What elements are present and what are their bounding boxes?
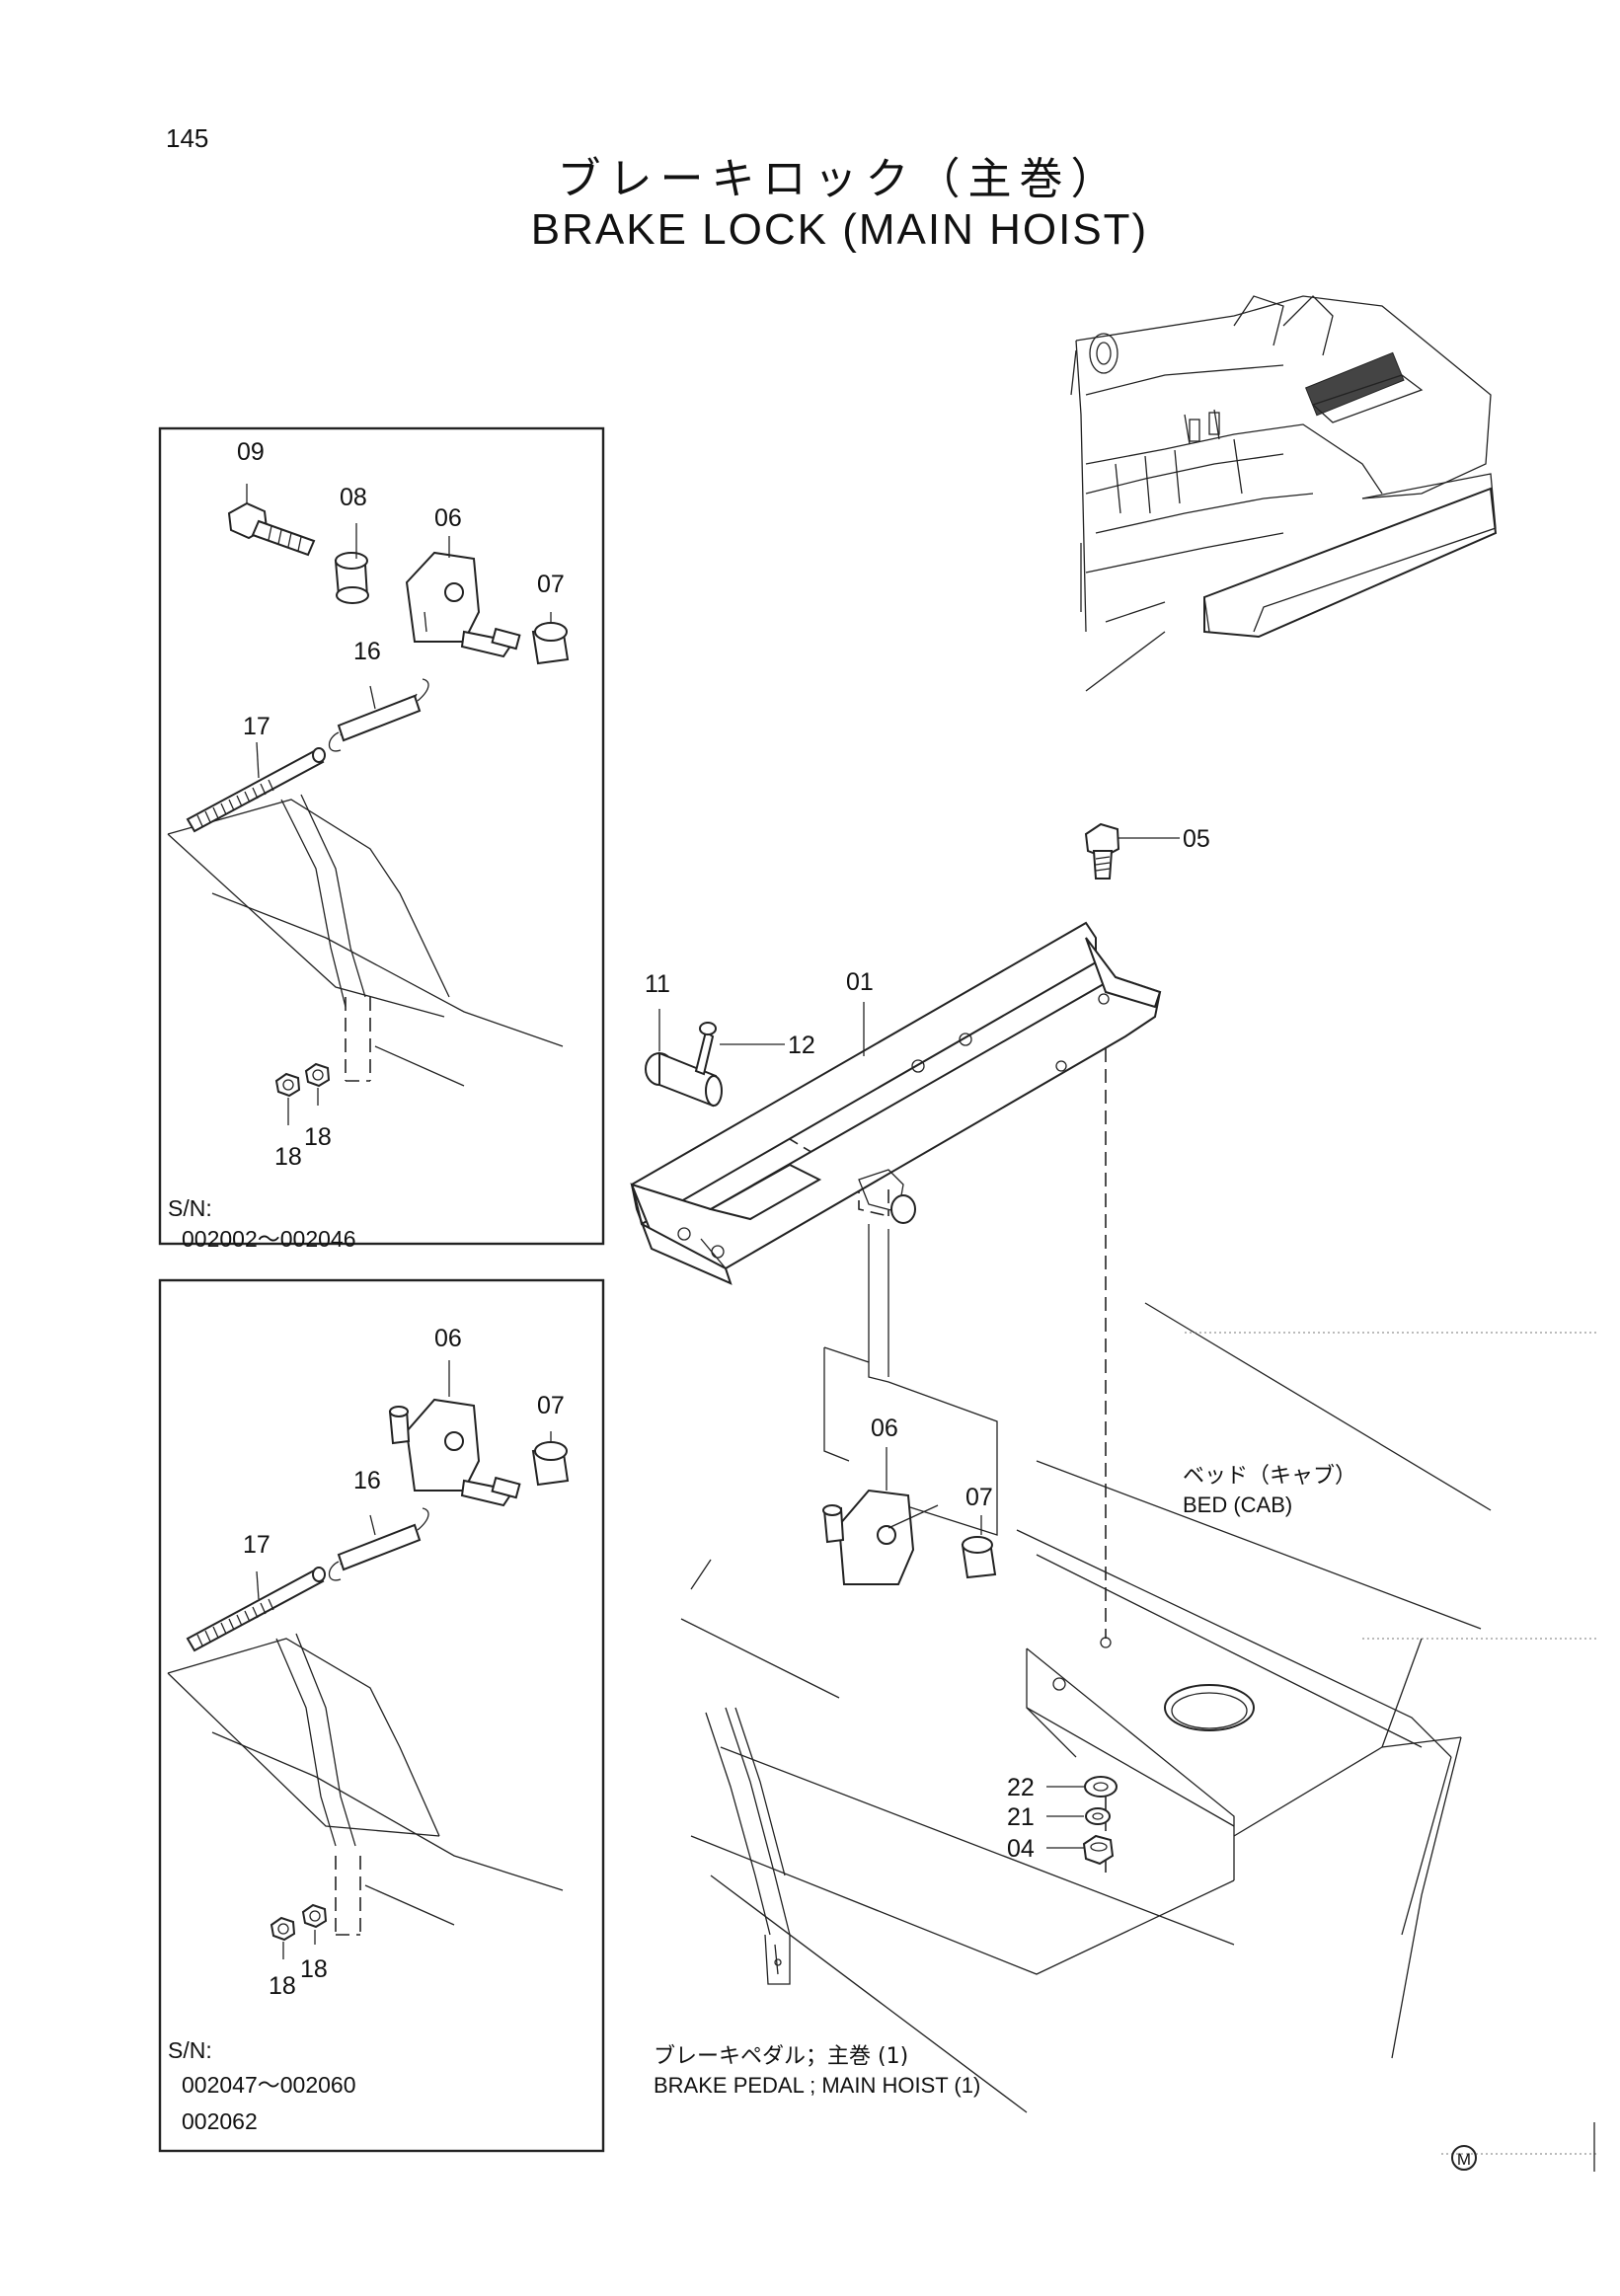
serial-label: S/N: — [168, 2037, 212, 2063]
label-17: 17 — [243, 1531, 270, 1559]
bolt-09 — [227, 501, 316, 557]
page-number: 145 — [166, 123, 209, 153]
serial-range: 002047～002060 — [182, 2072, 356, 2098]
label-05: 05 — [1183, 825, 1210, 853]
rod-17 — [186, 747, 326, 833]
page-title-japanese: ブレーキロック（主巻） — [557, 154, 1122, 204]
m-mark: M — [1451, 2145, 1477, 2171]
label-16: 16 — [353, 1467, 381, 1494]
label-17: 17 — [243, 713, 270, 740]
spring-16 — [328, 1507, 429, 1581]
inset-bottom — [158, 1278, 605, 2153]
nut-18-b — [301, 1903, 328, 1929]
washer-22 — [1084, 1776, 1118, 1798]
label-16: 16 — [353, 638, 381, 665]
bracket-06 — [388, 1398, 521, 1507]
serial-extra: 002062 — [182, 2108, 258, 2134]
label-06: 06 — [434, 1325, 462, 1352]
main-view — [630, 822, 1599, 2172]
label-07: 07 — [537, 1392, 565, 1419]
rod-17 — [186, 1567, 326, 1652]
label-09: 09 — [237, 438, 265, 466]
bracket-06 — [822, 1489, 939, 1585]
label-06: 06 — [871, 1415, 898, 1442]
collar-08 — [334, 552, 369, 604]
label-04: 04 — [1007, 1835, 1035, 1863]
nut-04 — [1082, 1834, 1115, 1866]
spring-washer-21 — [1085, 1807, 1111, 1825]
label-06: 06 — [434, 504, 462, 532]
label-08: 08 — [340, 484, 367, 511]
nut-18-b — [304, 1062, 331, 1088]
nut-18-a — [274, 1072, 301, 1098]
serial-range: 002002～002046 — [182, 1226, 356, 1252]
bracket-06 — [405, 551, 521, 658]
inset-top — [158, 426, 605, 1246]
label-12: 12 — [788, 1032, 815, 1059]
label-18-b: 18 — [304, 1123, 332, 1151]
label-01: 01 — [846, 968, 874, 996]
label-07: 07 — [965, 1484, 993, 1511]
label-21: 21 — [1007, 1803, 1035, 1831]
bed-label-japanese: ベッド（キャブ） — [1183, 1464, 1356, 1489]
serial-label: S/N: — [168, 1195, 212, 1221]
pedal-label-japanese: ブレーキペダル；主巻 (1) — [654, 2044, 908, 2069]
label-18-a: 18 — [269, 1972, 296, 2000]
pedal-label: BRAKE PEDAL ; MAIN HOIST (1) — [654, 2073, 980, 2098]
bushing-07 — [531, 622, 570, 665]
label-22: 22 — [1007, 1774, 1035, 1801]
label-11: 11 — [645, 970, 670, 998]
svg-text:M: M — [1457, 2150, 1471, 2169]
pin-11 — [645, 1051, 723, 1108]
bushing-07 — [531, 1441, 570, 1487]
cotter-pin-12 — [694, 1022, 717, 1076]
bushing-07 — [961, 1536, 997, 1579]
page-title: BRAKE LOCK (MAIN HOIST) — [530, 205, 1149, 254]
label-07: 07 — [537, 571, 565, 598]
spring-16 — [328, 678, 429, 752]
bed-label: BED (CAB) — [1183, 1492, 1292, 1517]
locator-view — [1070, 295, 1498, 692]
channel-01 — [630, 921, 1162, 1285]
bolt-05 — [1084, 822, 1120, 880]
label-18-b: 18 — [300, 1955, 328, 1983]
nut-18-a — [270, 1916, 296, 1942]
label-18-a: 18 — [274, 1143, 302, 1171]
